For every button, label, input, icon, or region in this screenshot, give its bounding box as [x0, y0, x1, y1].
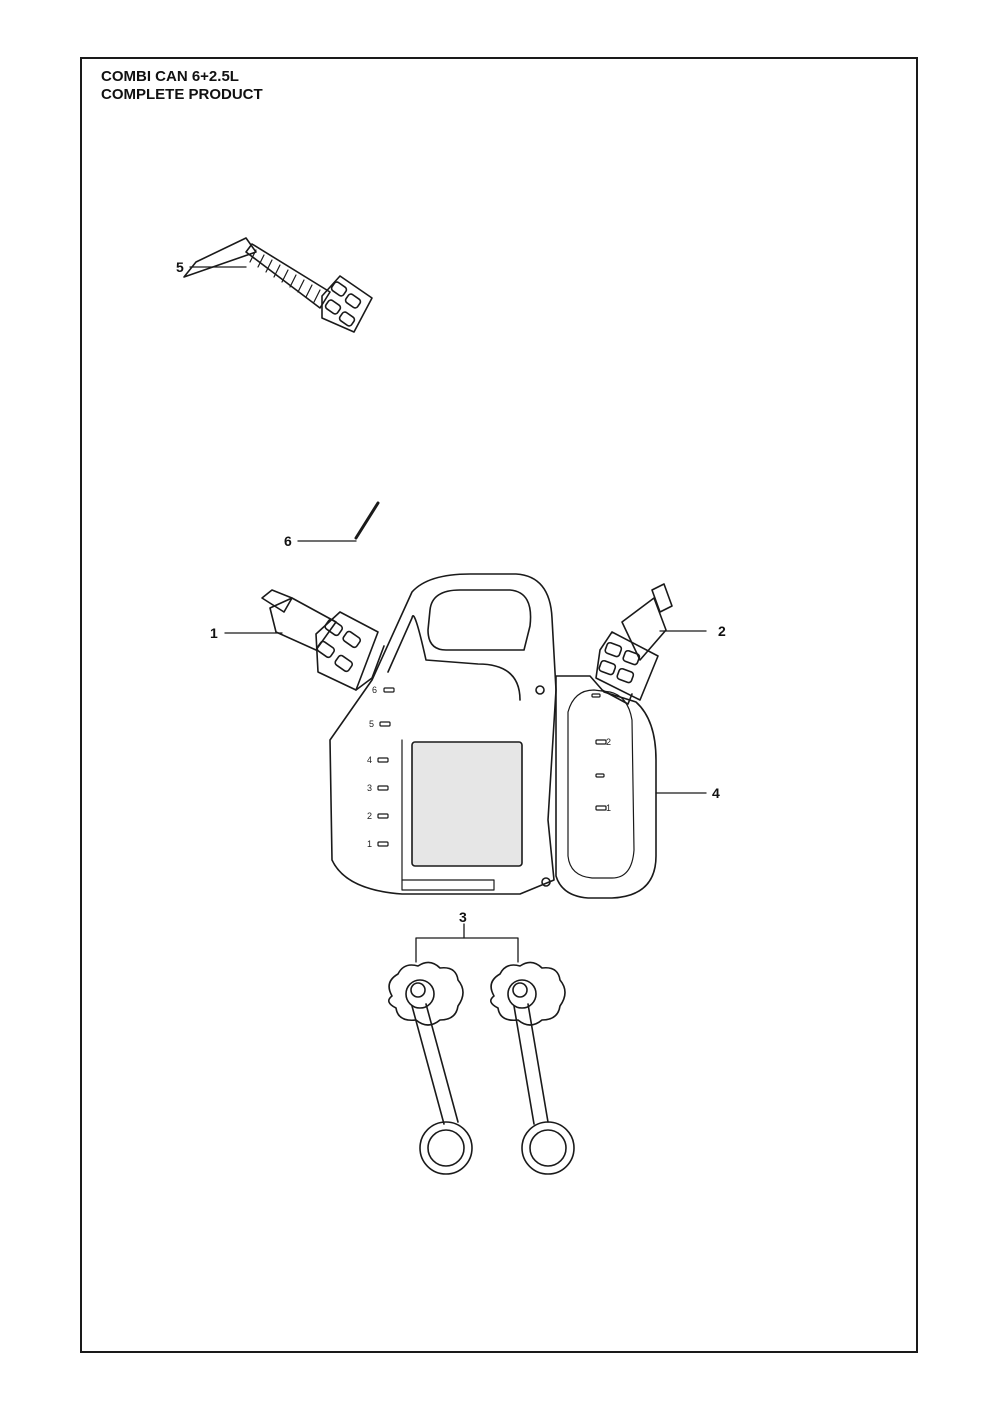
scale-mark-5: 5	[369, 719, 374, 729]
part-4-small-tank[interactable]: 2 1	[555, 675, 657, 899]
part-2-small-spout[interactable]	[595, 583, 673, 705]
scale-mark-2: 2	[367, 811, 372, 821]
large-fuel-tank: 6 5 4 3 2 1	[329, 573, 557, 895]
leader-lines	[189, 266, 707, 963]
small-scale-mark-1: 1	[606, 803, 611, 813]
part-3-cap-left[interactable]	[388, 961, 473, 1175]
part-6-seal[interactable]	[354, 501, 380, 540]
title-line-2: COMPLETE PRODUCT	[101, 86, 263, 103]
small-scale-mark-2: 2	[606, 737, 611, 747]
title-line-1: COMBI CAN 6+2.5L	[101, 68, 239, 85]
callout-3: 3	[459, 909, 467, 925]
scale-mark-3: 3	[367, 783, 372, 793]
callout-5: 5	[176, 259, 184, 275]
drawing-frame	[80, 57, 918, 1353]
scale-mark-6: 6	[372, 685, 377, 695]
part-5-flexible-spout[interactable]	[183, 237, 373, 333]
callout-2: 2	[718, 623, 726, 639]
callout-4: 4	[712, 785, 720, 801]
callout-1: 1	[210, 625, 218, 641]
drawing-title: COMBI CAN 6+2.5L COMPLETE PRODUCT	[101, 68, 263, 104]
part-3-cap-right[interactable]	[490, 961, 575, 1175]
scale-mark-1: 1	[367, 839, 372, 849]
part-1-large-spout[interactable]	[261, 589, 385, 691]
callout-6: 6	[284, 533, 292, 549]
scale-mark-4: 4	[367, 755, 372, 765]
